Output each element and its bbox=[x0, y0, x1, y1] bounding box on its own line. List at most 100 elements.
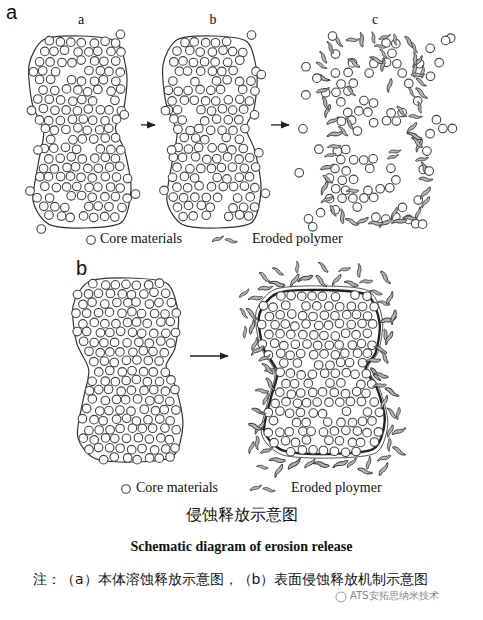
core-material-particle bbox=[356, 438, 365, 447]
core-material-particle bbox=[100, 338, 109, 347]
blob-group bbox=[158, 27, 270, 234]
core-material-particle bbox=[128, 328, 137, 337]
core-material-particle bbox=[29, 67, 38, 76]
core-material-particle bbox=[281, 320, 290, 329]
core-material-particle bbox=[161, 368, 170, 377]
core-material-particle bbox=[197, 105, 206, 114]
core-material-particle bbox=[155, 298, 164, 307]
core-material-particle bbox=[40, 202, 49, 211]
core-material-particle bbox=[105, 444, 114, 453]
eroded-polymer-fragment bbox=[239, 307, 248, 319]
core-material-particle bbox=[173, 47, 182, 56]
stage-label: b bbox=[156, 12, 270, 28]
core-material-particle bbox=[105, 163, 114, 172]
core-material-particle bbox=[287, 291, 296, 300]
core-material-particle bbox=[241, 124, 250, 133]
eroded-polymer-fragment bbox=[255, 436, 259, 450]
core-material-particle bbox=[197, 164, 206, 173]
core-material-particle bbox=[211, 97, 220, 106]
core-material-particle bbox=[41, 124, 50, 133]
core-material-particle bbox=[101, 192, 110, 201]
core-material-particle bbox=[105, 366, 114, 375]
core-material-particle bbox=[426, 44, 435, 53]
blob-group bbox=[24, 27, 140, 234]
core-material-particle bbox=[67, 153, 76, 162]
eroding-surface-layer bbox=[256, 286, 388, 458]
eroded-polymer-fragment bbox=[346, 85, 356, 97]
core-material-particle bbox=[112, 115, 121, 124]
core-material-particle bbox=[228, 163, 237, 172]
core-material-particle bbox=[325, 436, 334, 445]
core-material-particle bbox=[299, 330, 308, 339]
core-material-particle bbox=[336, 398, 345, 407]
core-material-particle bbox=[212, 154, 221, 163]
core-material-particle bbox=[222, 133, 231, 142]
polymer-matrix-outline bbox=[73, 278, 183, 462]
core-material-particle bbox=[74, 48, 83, 57]
core-material-particle bbox=[139, 346, 148, 355]
core-material-particle bbox=[224, 212, 233, 221]
core-material-particle bbox=[144, 415, 153, 424]
core-material-particle bbox=[78, 135, 87, 144]
core-material-particle bbox=[39, 164, 48, 173]
eroded-polymer-fragment bbox=[384, 386, 399, 398]
core-material-particle bbox=[363, 408, 372, 417]
core-material-particle bbox=[85, 48, 94, 57]
core-material-particle bbox=[62, 125, 71, 134]
core-material-particle bbox=[276, 349, 285, 358]
blob-drawing bbox=[156, 12, 270, 234]
core-material-particle bbox=[201, 97, 210, 106]
core-material-particle bbox=[257, 320, 266, 329]
core-material-particle bbox=[223, 76, 232, 85]
core-material-particle bbox=[328, 32, 337, 41]
core-material-particle bbox=[122, 356, 131, 365]
core-material-particle bbox=[235, 135, 244, 144]
core-material-particle bbox=[302, 62, 311, 71]
core-material-particle bbox=[166, 317, 175, 326]
core-material-particle bbox=[61, 143, 70, 152]
core-material-particle bbox=[171, 328, 180, 337]
core-material-particle bbox=[368, 341, 377, 350]
core-material-particle bbox=[287, 390, 296, 399]
core-material-particle bbox=[341, 145, 350, 154]
core-material-particle bbox=[164, 86, 173, 95]
core-material-particle bbox=[186, 126, 195, 135]
core-material-particle bbox=[62, 183, 71, 192]
core-material-particle bbox=[308, 292, 317, 301]
core-material-particle bbox=[107, 87, 116, 96]
core-material-particle bbox=[140, 405, 149, 414]
core-material-particle bbox=[370, 398, 379, 407]
core-material-particle bbox=[203, 155, 212, 164]
eroded-polymer-fragment bbox=[386, 424, 395, 438]
core-material-particle bbox=[51, 86, 60, 95]
core-material-particle bbox=[95, 407, 104, 416]
core-material-particle bbox=[61, 203, 70, 212]
core-material-particle bbox=[319, 428, 328, 437]
core-material-particle bbox=[282, 379, 291, 388]
core-material-particle bbox=[150, 288, 159, 297]
eroded-polymer-fragment bbox=[379, 270, 391, 285]
guide-path bbox=[158, 27, 265, 234]
core-material-particle bbox=[196, 85, 205, 94]
core-material-particle bbox=[276, 310, 285, 319]
legend-label: Eroded ploymer bbox=[291, 479, 382, 497]
core-material-particle bbox=[105, 406, 114, 415]
eroded-polymer-fragment bbox=[326, 40, 334, 54]
core-material-particle bbox=[140, 386, 149, 395]
core-material-particle bbox=[286, 351, 295, 360]
core-material-particle bbox=[318, 292, 327, 301]
core-material-particle bbox=[349, 175, 358, 184]
core-material-particle bbox=[117, 48, 126, 57]
core-material-particle bbox=[84, 202, 93, 211]
core-material-particle bbox=[94, 183, 103, 192]
core-material-particle bbox=[302, 302, 311, 311]
core-material-particle bbox=[101, 434, 110, 443]
core-material-particle bbox=[96, 106, 105, 115]
core-material-particle bbox=[308, 223, 317, 232]
core-material-particle bbox=[265, 330, 274, 339]
core-material-particle bbox=[276, 407, 285, 416]
core-material-particle bbox=[269, 303, 278, 312]
core-material-particle bbox=[101, 153, 110, 162]
core-material-particle bbox=[297, 292, 306, 301]
core-material-particle bbox=[60, 46, 69, 55]
